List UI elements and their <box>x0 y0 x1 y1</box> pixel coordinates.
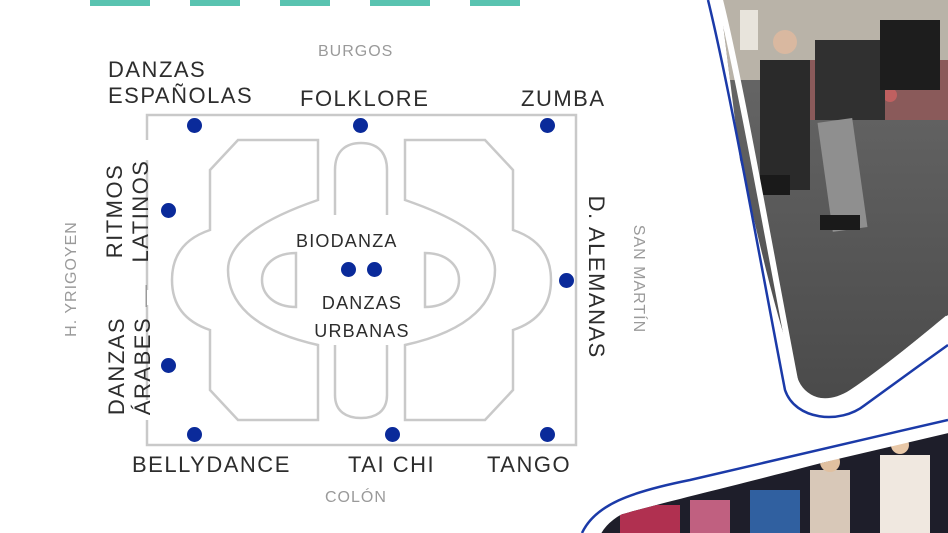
right-garden-path <box>403 138 553 422</box>
photo-panel <box>580 0 948 533</box>
label-danzas-urbanas-line2: URBANAS <box>314 321 410 341</box>
label-danzas-arabes-line1: DANZAS <box>104 316 129 416</box>
dot-bellydance <box>187 427 202 442</box>
label-tango: TANGO <box>487 452 572 477</box>
center-bottom-arch <box>333 345 389 420</box>
label-tai-chi: TAI CHI <box>348 452 436 477</box>
label-ritmos-latinos: RITMOS LATINOS <box>102 146 158 276</box>
dot-biodanza-2 <box>367 262 382 277</box>
street-top: BURGOS <box>318 43 394 60</box>
label-danzas-espanolas-line2: ESPAÑOLAS <box>108 83 254 109</box>
dot-ritmos-latinos <box>161 203 176 218</box>
dance-photo-top <box>720 0 948 399</box>
label-danzas-espanolas-line1: DANZAS <box>108 57 207 82</box>
header-decor <box>80 0 580 8</box>
label-bellydance: BELLYDANCE <box>132 452 291 477</box>
plaza-frame <box>145 113 578 447</box>
label-folklore: FOLKLORE <box>300 86 430 111</box>
label-ritmos-latinos-line1: RITMOS <box>102 163 127 259</box>
street-left: H. YRIGOYEN <box>63 221 80 337</box>
dot-danzas-espanolas <box>187 118 202 133</box>
label-ritmos-latinos-line2: LATINOS <box>128 159 154 263</box>
dot-tango <box>540 427 555 442</box>
left-garden-path <box>170 138 320 422</box>
dot-folklore <box>353 118 368 133</box>
accent-line-bottom <box>580 418 948 533</box>
label-danzas-espanolas: DANZAS ESPAÑOLAS <box>108 57 253 110</box>
dot-biodanza-1 <box>341 262 356 277</box>
street-bottom: COLÓN <box>325 489 387 506</box>
dance-photo-bottom <box>600 430 948 533</box>
label-danzas-arabes: DANZAS ÁRABES <box>104 301 160 431</box>
label-danzas-urbanas: DANZAS URBANAS <box>296 289 428 345</box>
center-top-arch <box>333 141 389 215</box>
dot-zumba <box>540 118 555 133</box>
photo-border-bottom <box>595 427 948 533</box>
label-danzas-arabes-line2: ÁRABES <box>130 316 156 416</box>
dot-d-alemanas <box>559 273 574 288</box>
right-inner-arc <box>423 251 461 309</box>
dot-danzas-arabes <box>161 358 176 373</box>
label-biodanza: BIODANZA <box>296 231 398 251</box>
label-zumba: ZUMBA <box>521 86 606 111</box>
label-danzas-urbanas-line1: DANZAS <box>321 293 403 313</box>
left-inner-arc <box>260 251 298 309</box>
accent-line-top <box>706 0 948 419</box>
photo-border-top <box>717 0 948 405</box>
dot-tai-chi <box>385 427 400 442</box>
